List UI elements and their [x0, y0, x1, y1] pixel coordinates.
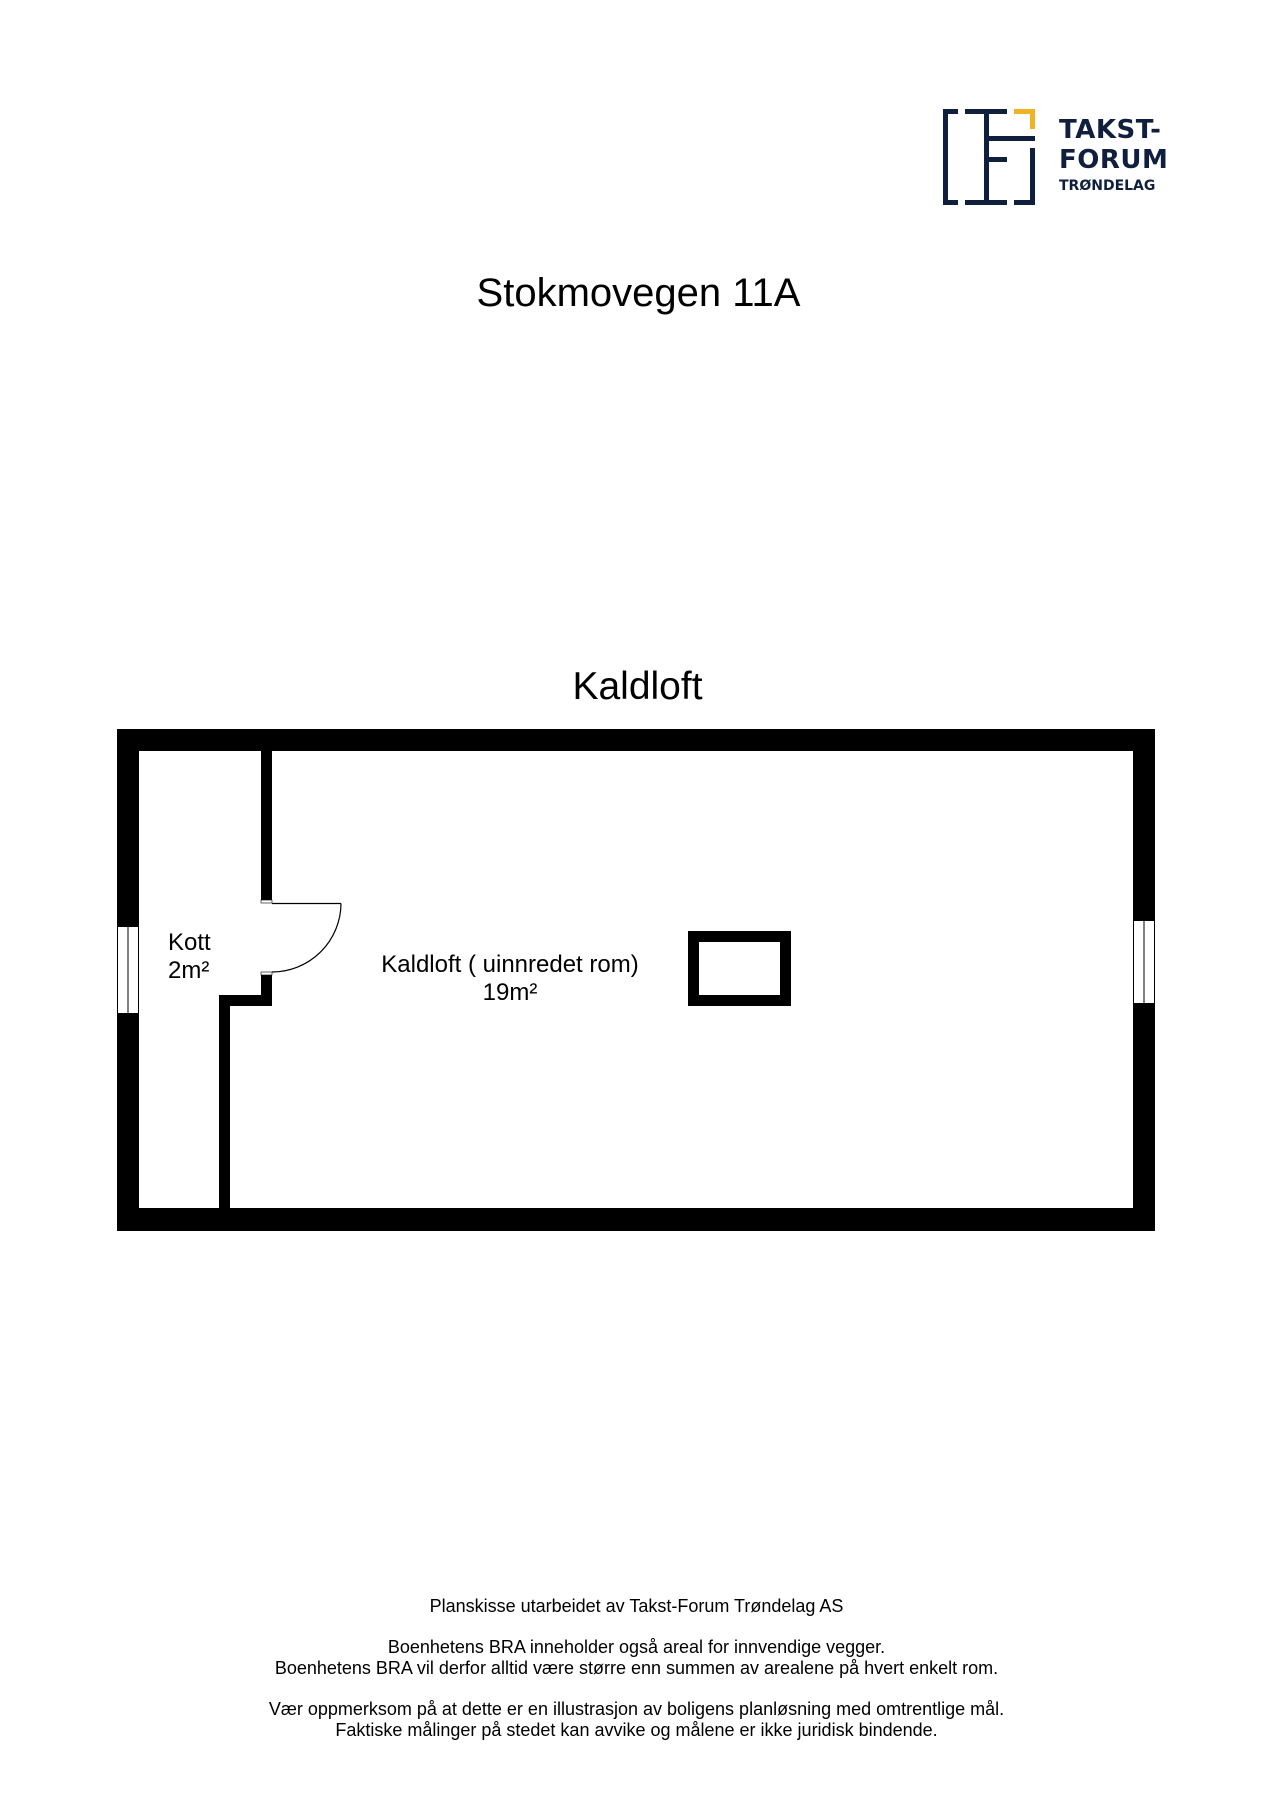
address-text: Stokmovegen 11A — [476, 271, 801, 315]
logo-wordmark: TAKST- FORUM TRØNDELAG — [1059, 115, 1168, 195]
room-name: Kaldloft ( uinnredet rom) — [381, 951, 639, 978]
company-logo: TAKST- FORUM TRØNDELAG — [935, 105, 1185, 215]
footer-illustration-note-2: Faktiske målinger på stedet kan avvike o… — [335, 1720, 938, 1740]
footer-credit: Planskisse utarbeidet av Takst-Forum Trø… — [429, 1596, 844, 1616]
window-right-icon — [1133, 921, 1155, 1003]
logo-text-takst: TAKST- — [1059, 115, 1162, 145]
footer-illustration-note-1: Vær oppmerksom på at dette er en illustr… — [268, 1699, 1005, 1719]
partition-wall-upper — [261, 751, 272, 900]
logo-mark-icon — [943, 109, 1035, 205]
room-label-kaldloft: Kaldloft ( uinnredet rom) 19m² — [360, 951, 660, 1007]
page-title: Stokmovegen 11A — [0, 268, 1273, 318]
logo-text-forum: FORUM — [1059, 145, 1169, 175]
footer-bra-note-2: Boenhetens BRA vil derfor alltid være st… — [274, 1658, 999, 1678]
door-icon — [271, 902, 342, 973]
footer-disclaimer: Planskisse utarbeidet av Takst-Forum Trø… — [0, 1596, 1273, 1741]
room-area: 19m² — [482, 979, 538, 1006]
room-label-kott: Kott 2m² — [168, 929, 211, 985]
window-left-icon — [117, 927, 139, 1013]
roof-hatch-icon — [688, 931, 791, 1006]
room-name: Kott — [168, 929, 211, 956]
logo-text-trondelag: TRØNDELAG — [1059, 178, 1156, 194]
partition-wall-lower — [219, 975, 272, 1208]
room-area: 2m² — [168, 957, 210, 984]
floor-name: Kaldloft — [572, 665, 703, 708]
floor-title: Kaldloft — [0, 664, 1273, 710]
footer-bra-note-1: Boenhetens BRA inneholder også areal for… — [387, 1637, 886, 1657]
